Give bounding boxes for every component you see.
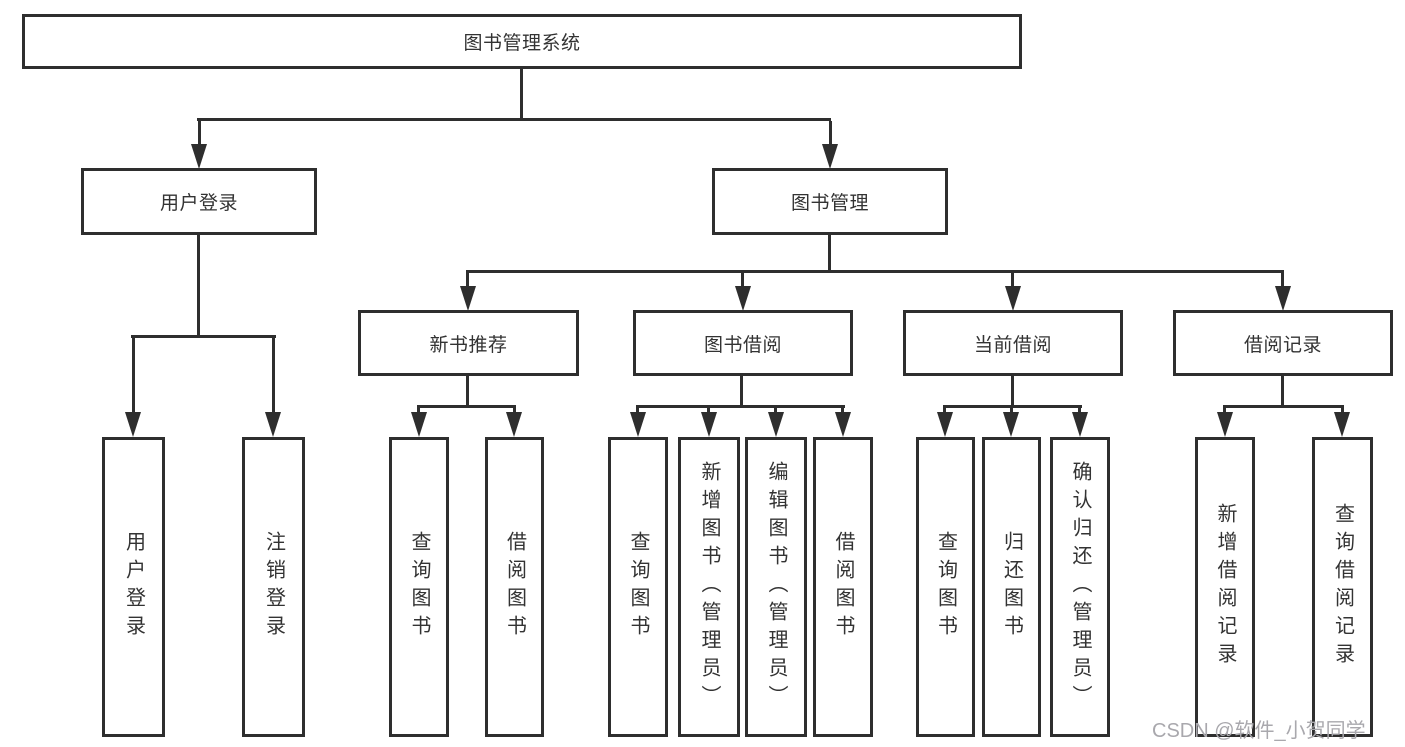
connector-borrowrecord-drop bbox=[1281, 376, 1284, 408]
leaf-borrow-borrow: 借阅图书 bbox=[813, 437, 873, 737]
leaf-user-login: 用户登录 bbox=[102, 437, 165, 737]
node-root-label: 图书管理系统 bbox=[463, 33, 581, 54]
arrowhead-leaf-borrow-query bbox=[630, 412, 646, 437]
connector-userlogin-drop bbox=[197, 235, 200, 338]
bus-newbook-leaves bbox=[417, 405, 516, 408]
arrowhead-leaf-borrow-edit bbox=[768, 412, 784, 437]
leaf-borrow-edit-label: 编辑图书（管理员） bbox=[765, 461, 787, 713]
node-user-login-label: 用户登录 bbox=[159, 193, 238, 214]
node-book-mgmt: 图书管理 bbox=[712, 168, 948, 235]
stem-leaf-borrow-borrow bbox=[841, 405, 844, 416]
arrowhead-userlogin bbox=[191, 144, 207, 169]
bus-level3 bbox=[466, 270, 1284, 273]
stem-leaf-borrow-query bbox=[636, 405, 639, 416]
node-borrow-record: 借阅记录 bbox=[1173, 310, 1393, 376]
stem-newbook bbox=[466, 273, 469, 289]
leaf-current-query: 查询图书 bbox=[916, 437, 975, 737]
leaf-current-return: 归还图书 bbox=[982, 437, 1041, 737]
arrowhead-leaf-user-login bbox=[125, 412, 141, 437]
connector-bookmgmt-drop bbox=[828, 235, 831, 273]
node-current-borrow-label: 当前借阅 bbox=[973, 334, 1052, 356]
stem-leaf-current-query bbox=[943, 405, 946, 416]
node-user-login: 用户登录 bbox=[81, 168, 317, 235]
stem-leaf-record-add bbox=[1223, 405, 1226, 416]
leaf-newbook-borrow: 借阅图书 bbox=[485, 437, 544, 737]
node-new-book-label: 新书推荐 bbox=[429, 334, 508, 356]
stem-borrowrecord bbox=[1281, 273, 1284, 289]
node-book-borrow: 图书借阅 bbox=[633, 310, 853, 376]
arrowhead-newbook bbox=[460, 286, 476, 311]
leaf-newbook-borrow-label: 借阅图书 bbox=[503, 531, 526, 643]
stem-leaf-current-confirm bbox=[1078, 405, 1081, 416]
bus-level2 bbox=[197, 118, 831, 121]
node-new-book: 新书推荐 bbox=[358, 310, 579, 376]
leaf-current-query-label: 查询图书 bbox=[934, 531, 957, 643]
arrowhead-bookborrow bbox=[735, 286, 751, 311]
arrowhead-leaf-current-query bbox=[937, 412, 953, 437]
arrowhead-borrowrecord bbox=[1275, 286, 1291, 311]
leaf-newbook-query-label: 查询图书 bbox=[408, 531, 430, 643]
stem-leaf-logout bbox=[272, 335, 275, 415]
leaf-record-query-label: 查询借阅记录 bbox=[1331, 503, 1354, 671]
stem-leaf-borrow-edit bbox=[774, 405, 777, 416]
leaf-borrow-borrow-label: 借阅图书 bbox=[832, 531, 854, 643]
stem-leaf-record-query bbox=[1341, 405, 1344, 416]
stem-leaf-current-return bbox=[1010, 405, 1013, 416]
arrowhead-leaf-newbook-query bbox=[411, 412, 427, 437]
stem-leaf-user-login bbox=[132, 335, 135, 415]
leaf-record-query: 查询借阅记录 bbox=[1312, 437, 1373, 737]
arrowhead-leaf-record-add bbox=[1217, 412, 1233, 437]
leaf-borrow-query: 查询图书 bbox=[608, 437, 668, 737]
stem-leaf-newbook-query bbox=[417, 405, 420, 416]
stem-leaf-borrow-add bbox=[707, 405, 710, 416]
connector-bookborrow-drop bbox=[740, 376, 743, 408]
csdn-watermark: CSDN @软件_小贺同学 bbox=[1152, 720, 1366, 742]
bus-bookborrow-leaves bbox=[636, 405, 845, 408]
arrowhead-leaf-current-return bbox=[1003, 412, 1019, 437]
node-book-borrow-label: 图书借阅 bbox=[703, 334, 782, 356]
arrowhead-bookmgmt bbox=[822, 144, 838, 169]
arrowhead-leaf-logout bbox=[265, 412, 281, 437]
leaf-logout-label: 注销登录 bbox=[262, 531, 285, 643]
node-borrow-record-label: 借阅记录 bbox=[1243, 334, 1322, 356]
arrowhead-leaf-borrow-add bbox=[701, 412, 717, 437]
arrowhead-currentborrow bbox=[1005, 286, 1021, 311]
arrowhead-leaf-newbook-borrow bbox=[506, 412, 522, 437]
leaf-record-add: 新增借阅记录 bbox=[1195, 437, 1255, 737]
leaf-current-confirm: 确认归还（管理员） bbox=[1050, 437, 1110, 737]
leaf-newbook-query: 查询图书 bbox=[389, 437, 449, 737]
bus-userlogin-leaves bbox=[131, 335, 276, 338]
stem-bookmgmt bbox=[829, 121, 832, 146]
node-root: 图书管理系统 bbox=[22, 14, 1022, 69]
connector-root-drop bbox=[520, 69, 523, 121]
connector-currentborrow-drop bbox=[1011, 376, 1014, 408]
arrowhead-leaf-current-confirm bbox=[1072, 412, 1088, 437]
node-current-borrow: 当前借阅 bbox=[903, 310, 1123, 376]
leaf-record-add-label: 新增借阅记录 bbox=[1214, 503, 1236, 671]
stem-bookborrow bbox=[741, 273, 744, 289]
leaf-borrow-add-label: 新增图书（管理员） bbox=[698, 461, 720, 713]
leaf-current-confirm-label: 确认归还（管理员） bbox=[1069, 461, 1091, 713]
leaf-borrow-add: 新增图书（管理员） bbox=[678, 437, 740, 737]
stem-leaf-newbook-borrow bbox=[513, 405, 516, 416]
leaf-current-return-label: 归还图书 bbox=[1000, 531, 1023, 643]
connector-newbook-drop bbox=[466, 376, 469, 408]
arrowhead-leaf-borrow-borrow bbox=[835, 412, 851, 437]
stem-currentborrow bbox=[1011, 273, 1014, 289]
leaf-logout: 注销登录 bbox=[242, 437, 305, 737]
stem-userlogin bbox=[198, 121, 201, 146]
arrowhead-leaf-record-query bbox=[1334, 412, 1350, 437]
bus-borrowrecord-leaves bbox=[1223, 405, 1343, 408]
leaf-borrow-edit: 编辑图书（管理员） bbox=[745, 437, 807, 737]
node-book-mgmt-label: 图书管理 bbox=[790, 193, 869, 214]
leaf-borrow-query-label: 查询图书 bbox=[627, 531, 649, 643]
leaf-user-login-label: 用户登录 bbox=[122, 531, 145, 643]
